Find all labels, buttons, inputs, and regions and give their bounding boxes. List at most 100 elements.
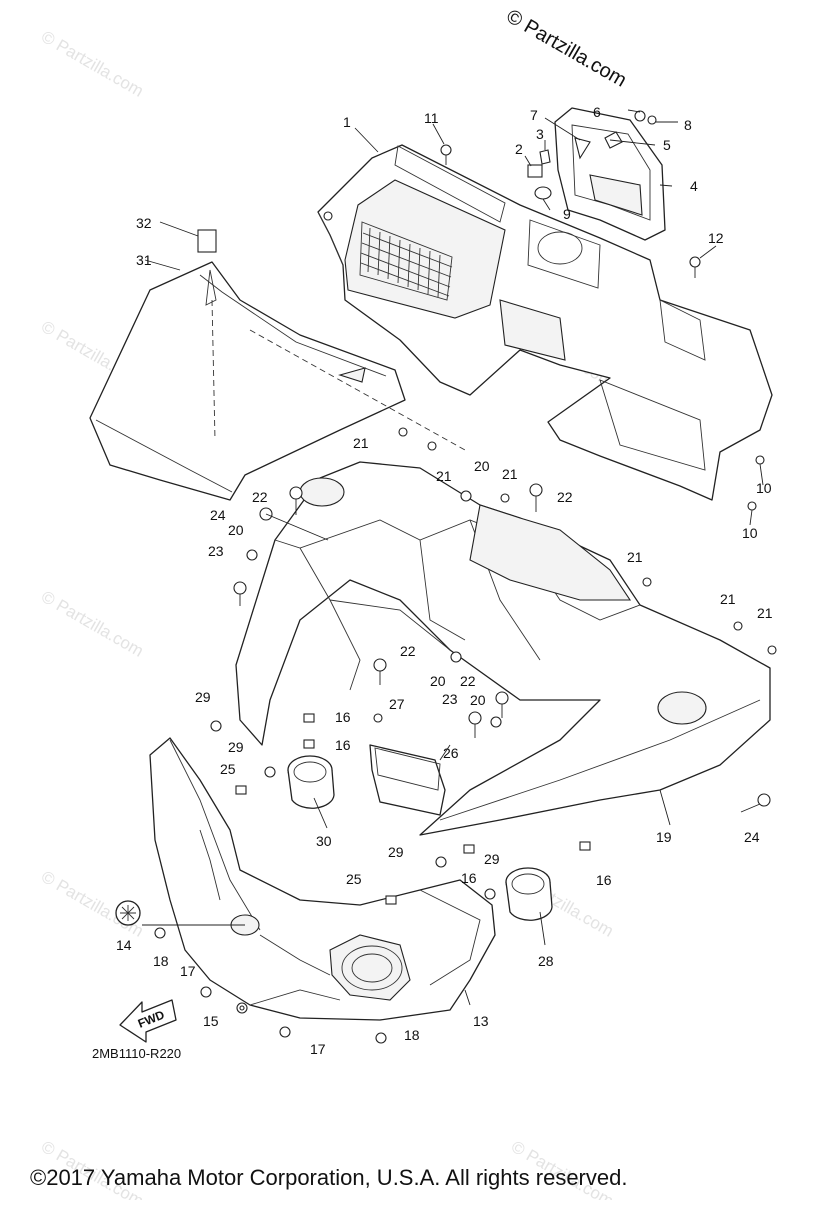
callout-22c: 22	[400, 643, 416, 659]
bolt-18a	[154, 927, 166, 939]
callout-20b: 20	[228, 522, 244, 538]
clip-2	[527, 164, 543, 178]
callout-21d: 21	[627, 549, 643, 565]
clip-25a	[235, 785, 247, 795]
rivet-21f	[767, 645, 777, 655]
callout-32: 32	[136, 215, 152, 231]
callout-12: 12	[708, 230, 724, 246]
callout-15: 15	[203, 1013, 219, 1029]
callout-21a: 21	[353, 435, 369, 451]
callout-17a: 17	[180, 963, 196, 979]
watermark-text: © Partzilla.com	[38, 587, 147, 661]
callout-27: 27	[389, 696, 405, 712]
callout-21e: 21	[720, 591, 736, 607]
callout-16b: 16	[335, 737, 351, 753]
callout-20c: 20	[430, 673, 446, 689]
rivet-21a	[398, 427, 408, 437]
callout-3: 3	[536, 126, 544, 142]
bolt-22c	[373, 658, 387, 685]
watermark-top: © Partzilla.com	[503, 5, 631, 91]
callout-29c: 29	[388, 844, 404, 860]
bracket-7	[574, 137, 591, 160]
screw-3	[539, 149, 551, 165]
callout-2: 2	[515, 141, 523, 157]
callout-28: 28	[538, 953, 554, 969]
bolt-17b	[279, 1026, 291, 1038]
callout-29a: 29	[195, 689, 211, 705]
callout-20d: 20	[470, 692, 486, 708]
callout-1: 1	[343, 114, 351, 130]
fasteners	[154, 144, 777, 1044]
part-13-lower-front	[149, 737, 496, 1021]
clip-25b	[385, 895, 397, 905]
callout-29b: 29	[228, 739, 244, 755]
callout-25b: 25	[346, 871, 362, 887]
ring-30	[287, 755, 335, 809]
screw-6	[634, 110, 646, 122]
callout-13: 13	[473, 1013, 489, 1029]
callout-10b: 10	[742, 525, 758, 541]
rivet-10b	[747, 501, 757, 511]
callout-16c: 16	[461, 870, 477, 886]
callout-18a: 18	[153, 953, 169, 969]
washer-15	[236, 1002, 248, 1014]
clip-16d	[579, 841, 591, 851]
bolt-29a	[210, 720, 222, 732]
part-19-front-cowl	[235, 461, 771, 836]
bolt-29b	[264, 766, 276, 778]
callout-5: 5	[663, 137, 671, 153]
watermark-text: © Partzilla.com	[38, 27, 147, 101]
clip-16a	[303, 713, 315, 723]
bolt-23a	[233, 581, 247, 606]
bolt-22b	[529, 483, 543, 512]
bolt-29d	[484, 888, 496, 900]
callout-21b: 21	[436, 468, 452, 484]
clip-32	[197, 229, 217, 253]
clip-16b	[303, 739, 315, 749]
callout-8: 8	[684, 117, 692, 133]
rivet-10a	[755, 455, 765, 465]
callout-16a: 16	[335, 709, 351, 725]
washer-8	[647, 115, 657, 125]
callout-10a: 10	[756, 480, 772, 496]
callouts: 1 2 3 4 5 6 7 8 9 10 10 11 12 13 14 15 1…	[116, 104, 773, 1057]
ring-28	[505, 867, 553, 921]
callout-21f: 21	[757, 605, 773, 621]
part-1-inner-panel	[317, 144, 773, 501]
rivet-21e	[733, 621, 743, 631]
damper-9	[534, 186, 552, 200]
bolt-23b	[468, 711, 482, 738]
nut-20c	[450, 651, 462, 663]
callout-17b: 17	[310, 1041, 326, 1057]
nut-20d	[490, 716, 502, 728]
rivet-21b	[427, 441, 437, 451]
nut-20b	[246, 549, 258, 561]
rivet-21c	[500, 493, 510, 503]
leader-lines	[142, 109, 764, 1006]
callout-22a: 22	[252, 489, 268, 505]
callout-30: 30	[316, 833, 332, 849]
callout-29d: 29	[484, 851, 500, 867]
callout-20a: 20	[474, 458, 490, 474]
diagram-ref-code: 2MB1110-R220	[92, 1046, 181, 1061]
callout-21c: 21	[502, 466, 518, 482]
bolt-29c	[435, 856, 447, 868]
clip-16c	[463, 844, 475, 854]
callout-11: 11	[424, 110, 439, 126]
callout-22d: 22	[460, 673, 476, 689]
callout-16d: 16	[596, 872, 612, 888]
duct-rings	[287, 755, 553, 921]
callout-4: 4	[690, 178, 698, 194]
copyright-notice: ©2017 Yamaha Motor Corporation, U.S.A. A…	[30, 1165, 628, 1190]
callout-7: 7	[530, 107, 538, 123]
bolt-17a	[200, 986, 212, 998]
lid-hardware	[527, 110, 657, 200]
callout-18b: 18	[404, 1027, 420, 1043]
bolt-22a	[289, 486, 303, 515]
callout-6: 6	[593, 104, 601, 120]
callout-25a: 25	[220, 761, 236, 777]
rivet-27	[373, 713, 383, 723]
part-4-glovebox-lid	[554, 107, 666, 241]
